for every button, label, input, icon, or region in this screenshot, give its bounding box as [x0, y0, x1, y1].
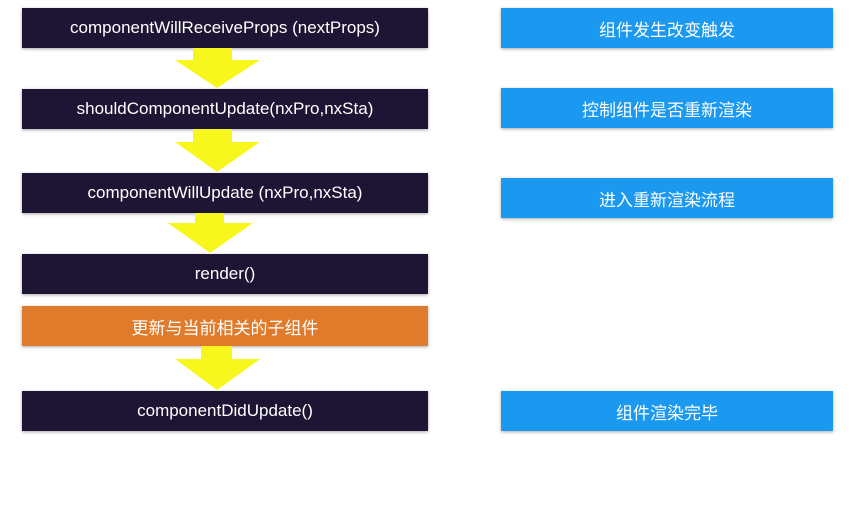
down-arrow-icon — [175, 48, 260, 88]
step-component-did-update: componentDidUpdate() — [22, 391, 428, 431]
down-arrow-icon — [168, 213, 253, 253]
note-control-rerender: 控制组件是否重新渲染 — [501, 88, 833, 128]
note-render-complete: 组件渲染完毕 — [501, 391, 833, 431]
step-should-component-update: shouldComponentUpdate(nxPro,nxSta) — [22, 89, 428, 129]
step-component-will-update: componentWillUpdate (nxPro,nxSta) — [22, 173, 428, 213]
down-arrow-icon — [175, 129, 260, 172]
down-arrow-icon — [175, 346, 260, 390]
note-props-changed: 组件发生改变触发 — [501, 8, 833, 48]
step-component-will-receive-props: componentWillReceiveProps (nextProps) — [22, 8, 428, 48]
step-update-children: 更新与当前相关的子组件 — [22, 306, 428, 346]
step-render: render() — [22, 254, 428, 294]
note-enter-rerender: 进入重新渲染流程 — [501, 178, 833, 218]
